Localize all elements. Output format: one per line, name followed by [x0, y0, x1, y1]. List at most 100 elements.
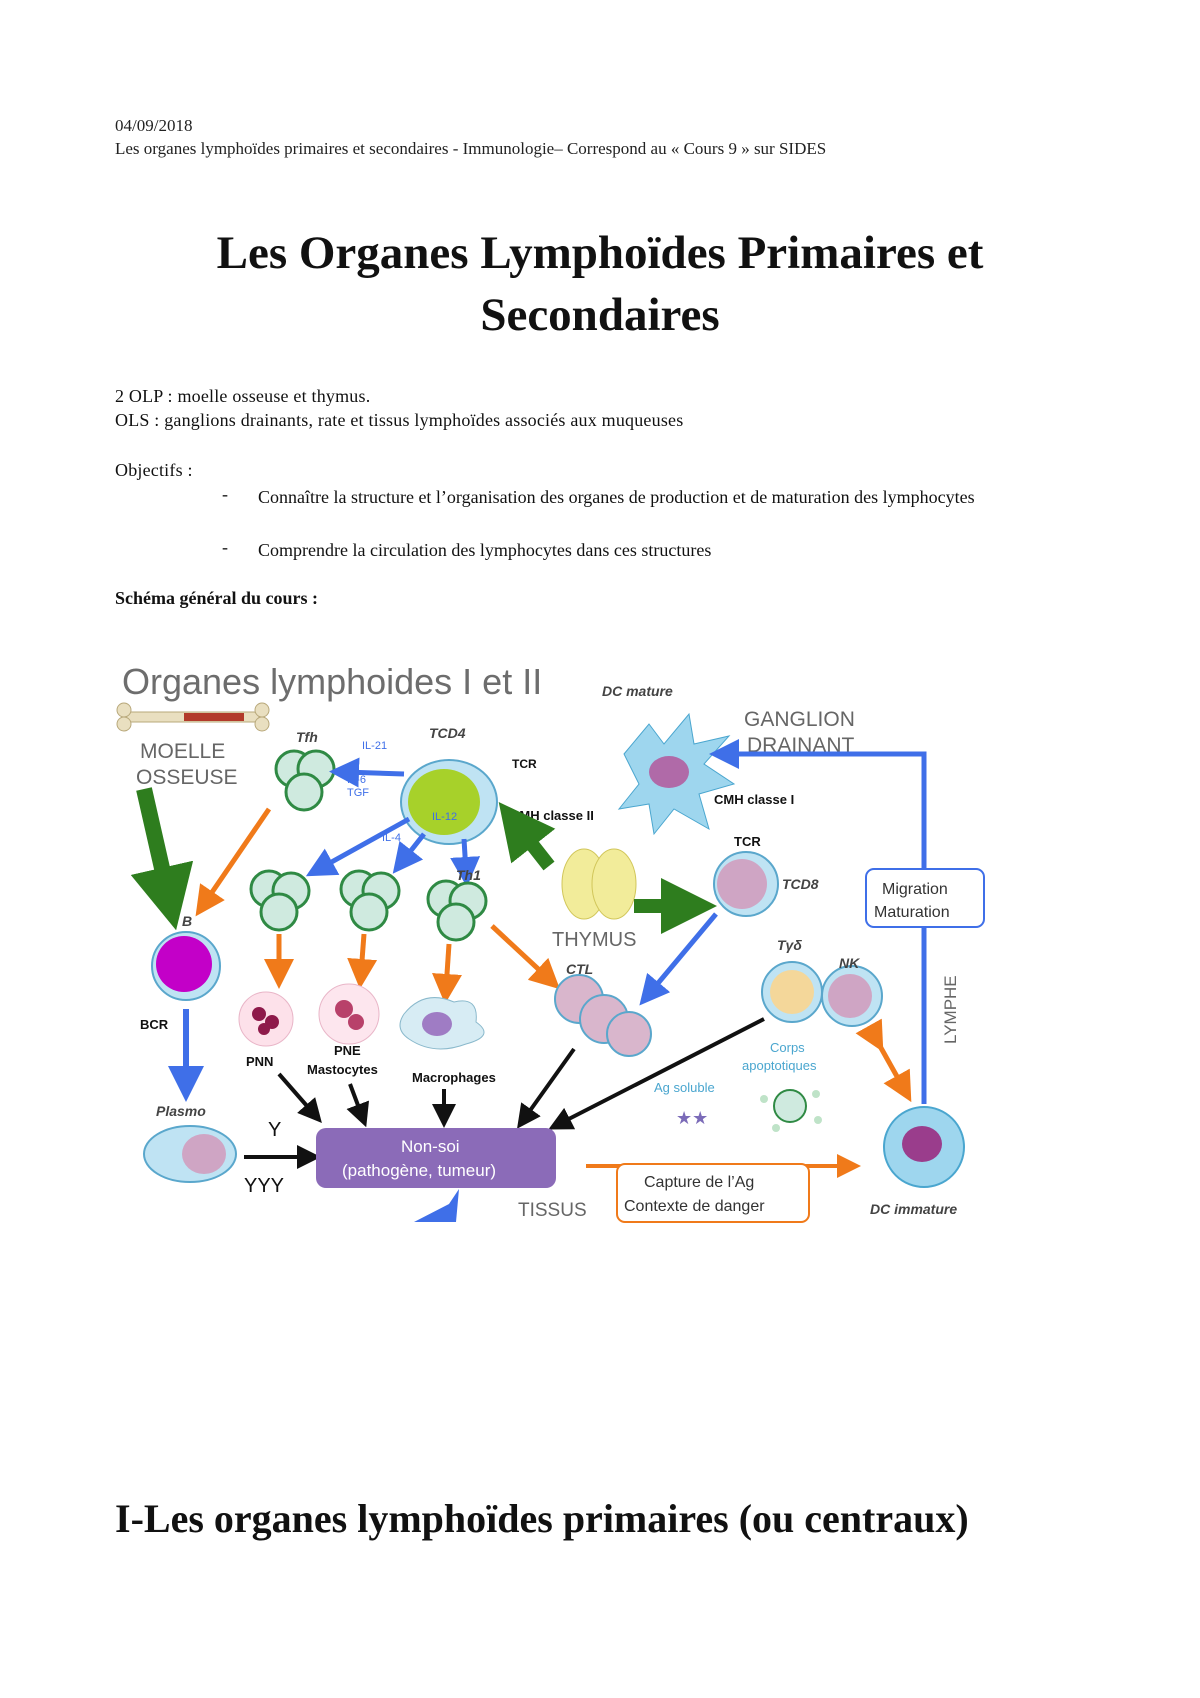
- th1-label: Th1: [456, 867, 481, 883]
- cmh2-label: CMH classe II: [510, 808, 594, 823]
- th-cells-2: [339, 869, 401, 932]
- capture-label: Capture de l’Ag: [644, 1174, 754, 1191]
- tgf-label: TGF: [347, 787, 369, 799]
- tgd-cell: [761, 961, 823, 1023]
- arrow-pne-nonsoi: [346, 1083, 370, 1128]
- header-subtitle: Les organes lymphoïdes primaires et seco…: [115, 139, 827, 158]
- pne-label: PNE: [334, 1043, 361, 1058]
- arrow-th1-macro: [432, 943, 462, 1004]
- section-heading: I-Les organes lymphoïdes primaires (ou c…: [115, 1496, 969, 1541]
- tcr2-label: TCR: [734, 834, 761, 849]
- document-title-line1: Les Organes Lymphoïdes Primaires et: [216, 227, 984, 279]
- dc-mature-cell: [617, 712, 736, 836]
- arrow-thymus-tcd4: [498, 801, 556, 871]
- objectifs-label: Objectifs :: [115, 460, 193, 480]
- b-label: B: [182, 913, 192, 929]
- antibody-icons: Y YYY: [244, 1119, 284, 1197]
- maturation-label: Maturation: [874, 904, 950, 921]
- bcr-label: BCR: [140, 1017, 169, 1032]
- capture-box: [616, 1163, 810, 1223]
- tcr-label: TCR: [512, 757, 537, 771]
- il6-label: IL-6: [347, 774, 366, 786]
- immunology-diagram: Organes lymphoides I et II MOELLE OSSEUS…: [104, 644, 1100, 1324]
- macrophage-cell: [399, 997, 485, 1050]
- th1-cells: [426, 879, 488, 942]
- intro-ols: OLS : ganglions drainants, rate et tissu…: [115, 410, 684, 430]
- macrophages-label: Macrophages: [412, 1070, 496, 1085]
- apoptotic-bodies-icon: [760, 1089, 822, 1132]
- ganglion-label: GANGLION: [744, 708, 855, 731]
- arrow-pnn-nonsoi: [277, 1072, 322, 1124]
- lymphe-label: LYMPHE: [941, 975, 960, 1044]
- dc-immature-label: DC immature: [870, 1201, 957, 1217]
- diagram-title: Organes lymphoides I et II: [122, 661, 542, 702]
- nonsoi-label: Non-soi: [401, 1137, 460, 1156]
- thymus-icon: [561, 848, 637, 920]
- tcd4-label: TCD4: [429, 725, 466, 741]
- bullet-dash: -: [222, 537, 228, 557]
- bullet-dash: -: [222, 484, 228, 504]
- il12-label: IL-12: [432, 811, 457, 823]
- cut-shape: [414, 1189, 459, 1222]
- corps-label: Corps: [770, 1040, 805, 1055]
- tcd8-label: TCD8: [782, 876, 819, 892]
- pnn-label: PNN: [246, 1054, 273, 1069]
- antigen-stars-icon: ★★: [676, 1108, 708, 1128]
- tfh-label: Tfh: [296, 729, 318, 745]
- migration-label: Migration: [882, 881, 948, 898]
- objectif-item: Comprendre la circulation des lymphocyte…: [258, 540, 712, 560]
- document-title-line2: Secondaires: [480, 289, 720, 341]
- arrow-th1-ctl: [490, 924, 560, 990]
- osseuse-label: OSSEUSE: [136, 766, 238, 789]
- tfh-cells: [274, 749, 336, 812]
- moelle-label: MOELLE: [140, 740, 225, 763]
- b-cell: [151, 931, 221, 1001]
- arrow-th-pne: [347, 933, 378, 989]
- apoptotiques-label: apoptotiques: [742, 1058, 817, 1073]
- nonsoi-sub: (pathogène, tumeur): [342, 1161, 496, 1180]
- mastocytes-label: Mastocytes: [307, 1062, 378, 1077]
- arrow-tfh-b: [195, 807, 272, 917]
- cmh1-label: CMH classe I: [714, 792, 794, 807]
- lymph-arrow: [709, 739, 927, 1104]
- th-cells-1: [249, 869, 311, 932]
- svg-text:YYY: YYY: [244, 1175, 284, 1197]
- tcd8-cell: [713, 851, 779, 917]
- tgd-label: Tγδ: [777, 937, 802, 953]
- svg-text:Y: Y: [268, 1119, 281, 1141]
- intro-olp: 2 OLP : moelle osseuse et thymus.: [115, 386, 371, 406]
- il21-label: IL-21: [362, 740, 387, 752]
- nk-label: NK: [839, 955, 860, 971]
- tissus-label: TISSUS: [518, 1200, 587, 1221]
- arrow-ctl-nonsoi: [517, 1047, 576, 1129]
- pnn-cell: [238, 991, 294, 1047]
- arrow-tcd8-ctl: [639, 912, 718, 1006]
- nk-cell: [821, 965, 883, 1027]
- ag-soluble-label: Ag soluble: [654, 1080, 715, 1095]
- arrow-tcd4-th1: [450, 838, 481, 887]
- arrow-tcd4-th2: [392, 832, 426, 874]
- plasmo-cell: [143, 1125, 237, 1183]
- migration-box: [865, 868, 985, 928]
- thymus-label: THYMUS: [552, 929, 636, 951]
- ctl-cells: [554, 974, 652, 1057]
- svg-text:★★: ★★: [676, 1108, 708, 1128]
- dc-immature-cell: [883, 1106, 965, 1188]
- arrow-nk-dc: [855, 1018, 912, 1103]
- schema-label: Schéma général du cours :: [115, 588, 318, 608]
- drainant-label: DRAINANT: [747, 734, 855, 757]
- contexte-label: Contexte de danger: [624, 1198, 765, 1215]
- tcd4-cell: [400, 759, 498, 845]
- bone-icon: [116, 702, 270, 732]
- arrow-moelle-b: [130, 787, 194, 931]
- objectif-item: Connaître la structure et l’organisation…: [258, 487, 975, 507]
- arrow-tcd4-th: [305, 816, 411, 877]
- nonsoi-box: [316, 1128, 556, 1188]
- arrow-tcd4-tfh: [329, 757, 405, 788]
- pne-cell: [318, 983, 380, 1045]
- arrow-nk-nonsoi: [548, 1017, 765, 1130]
- ctl-label: CTL: [566, 961, 593, 977]
- plasmo-label: Plasmo: [156, 1103, 206, 1119]
- header-date: 04/09/2018: [115, 116, 193, 135]
- dc-mature-label: DC mature: [602, 683, 673, 699]
